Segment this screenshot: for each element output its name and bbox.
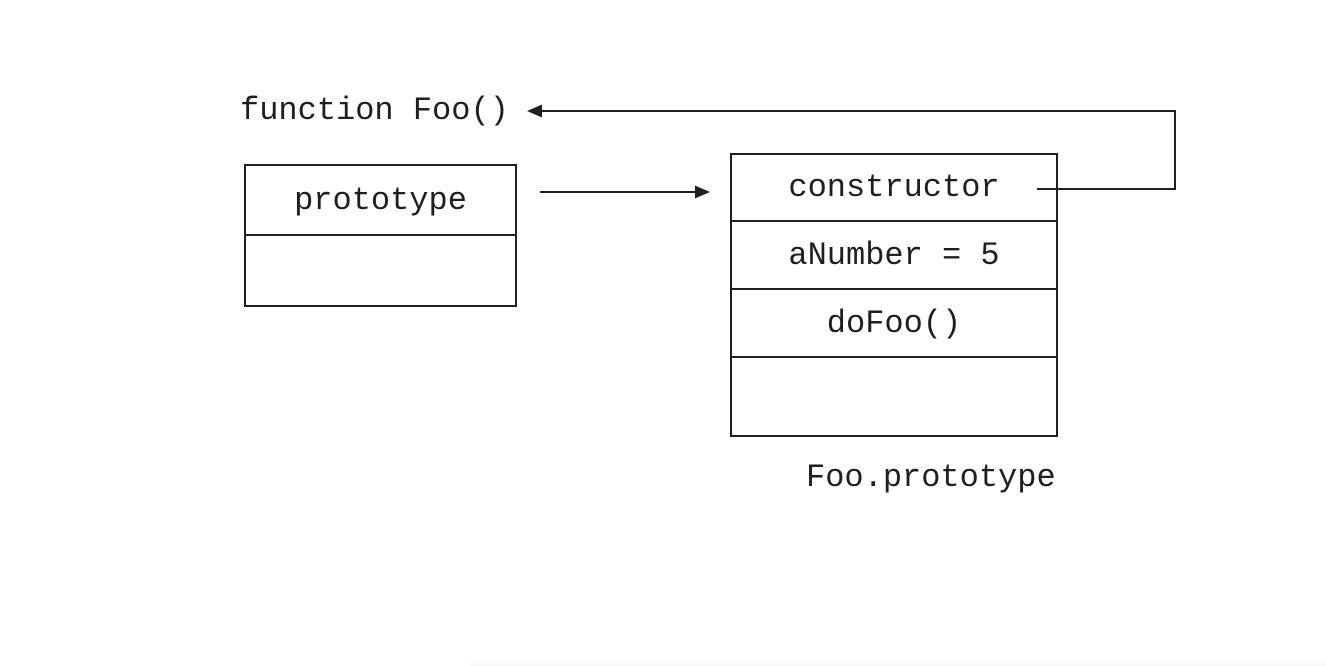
prototype-property-label: prototype [294,181,467,219]
prototype-box-constructor-row: constructor [732,155,1056,222]
function-foo-label: function Foo() [240,92,509,129]
prototype-arrow [540,185,710,199]
function-foo-box: prototype [244,164,517,307]
prototype-box-empty-row [732,358,1056,435]
foo-prototype-caption: Foo.prototype [806,459,1056,496]
prototype-box-anumber-row: aNumber = 5 [732,222,1056,290]
prototype-box-dofoo-row: doFoo() [732,290,1056,358]
constructor-property-label: constructor [788,169,1000,206]
foo-prototype-box: constructor aNumber = 5 doFoo() [730,153,1058,437]
function-box-prototype-row: prototype [246,166,515,236]
prototype-arrowhead-icon [695,185,710,199]
constructor-arrowhead-icon [527,104,542,118]
dofoo-method-label: doFoo() [826,304,962,342]
bottom-shadow-artifact [470,657,1326,666]
anumber-property-label: aNumber = 5 [788,236,1000,274]
function-box-empty-row [246,236,515,305]
